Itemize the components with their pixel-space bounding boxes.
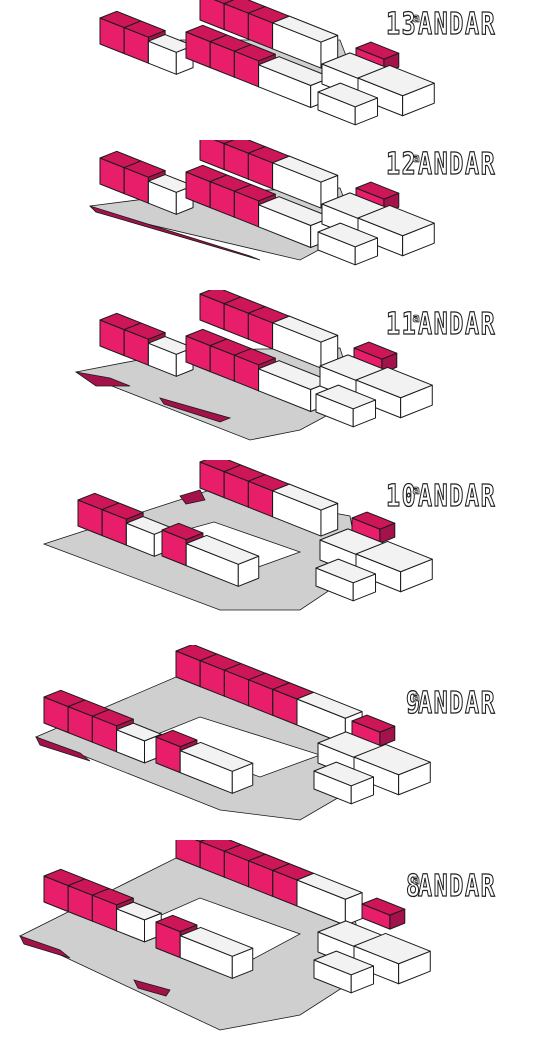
floor-word: ANDAR [418, 307, 496, 342]
floor-word: ANDAR [418, 7, 496, 42]
floor-word: ANDAR [418, 479, 496, 514]
floor-word: ANDAR [418, 686, 496, 721]
floor-word: ANDAR [418, 869, 496, 904]
floor-word: ANDAR [418, 147, 496, 182]
floor-9-drawing [0, 645, 540, 835]
circulation-core [362, 898, 405, 929]
